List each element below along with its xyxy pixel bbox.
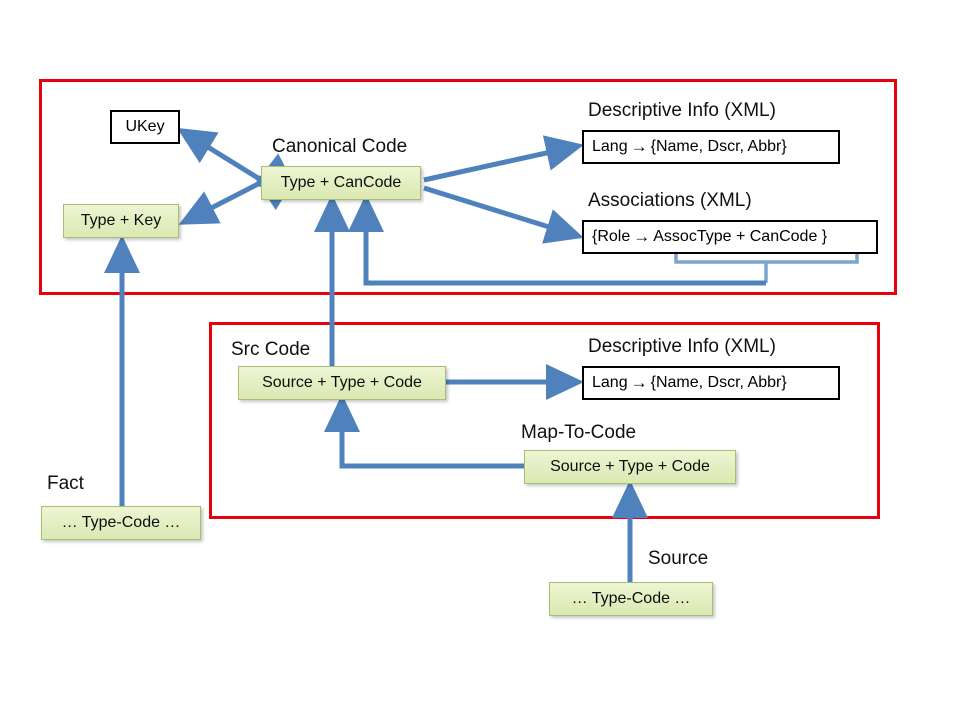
caption-map-to-code: Map-To-Code <box>521 422 637 443</box>
caption-fact: Fact <box>47 473 84 494</box>
node-associations[interactable]: {Role → AssocType + CanCode } <box>582 220 878 254</box>
descriptive-mid-pre: Lang <box>592 374 628 391</box>
node-ukey[interactable]: UKey <box>110 110 180 144</box>
node-type-key-label: Type + Key <box>80 212 162 229</box>
node-src-code-label: Source + Type + Code <box>262 374 422 391</box>
descriptive-top-pre: Lang <box>592 138 628 155</box>
descriptive-mid-post: {Name, Dscr, Abbr} <box>650 374 787 391</box>
node-type-cancode[interactable]: Type + CanCode <box>261 166 421 200</box>
right-arrow-icon: → <box>633 227 651 246</box>
caption-descriptive-info-mid: Descriptive Info (XML) <box>588 336 776 357</box>
associations-pre: {Role <box>592 228 631 245</box>
descriptive-top-post: {Name, Dscr, Abbr} <box>650 138 787 155</box>
node-src-code[interactable]: Source + Type + Code <box>238 366 446 400</box>
node-source-label: … Type-Code … <box>571 590 691 607</box>
node-type-key[interactable]: Type + Key <box>63 204 179 238</box>
right-arrow-icon: → <box>630 137 648 156</box>
canonical-panel <box>39 79 897 295</box>
caption-source: Source <box>648 548 709 569</box>
node-map-to-code-label: Source + Type + Code <box>550 458 710 475</box>
right-arrow-icon: → <box>630 373 648 392</box>
node-ukey-label: UKey <box>125 118 165 135</box>
node-type-cancode-label: Type + CanCode <box>280 174 402 191</box>
node-fact-label: … Type-Code … <box>61 514 181 531</box>
node-map-to-code[interactable]: Source + Type + Code <box>524 450 736 484</box>
caption-src-code: Src Code <box>231 339 311 360</box>
node-descriptive-info-mid[interactable]: Lang → {Name, Dscr, Abbr} <box>582 366 840 400</box>
node-descriptive-info-top[interactable]: Lang → {Name, Dscr, Abbr} <box>582 130 840 164</box>
node-source[interactable]: … Type-Code … <box>549 582 713 616</box>
caption-descriptive-info-top: Descriptive Info (XML) <box>588 100 776 121</box>
source-panel <box>209 322 880 519</box>
caption-associations: Associations (XML) <box>588 190 752 211</box>
associations-post: AssocType + CanCode } <box>653 228 828 245</box>
node-fact[interactable]: … Type-Code … <box>41 506 201 540</box>
caption-canonical-code: Canonical Code <box>272 136 408 157</box>
